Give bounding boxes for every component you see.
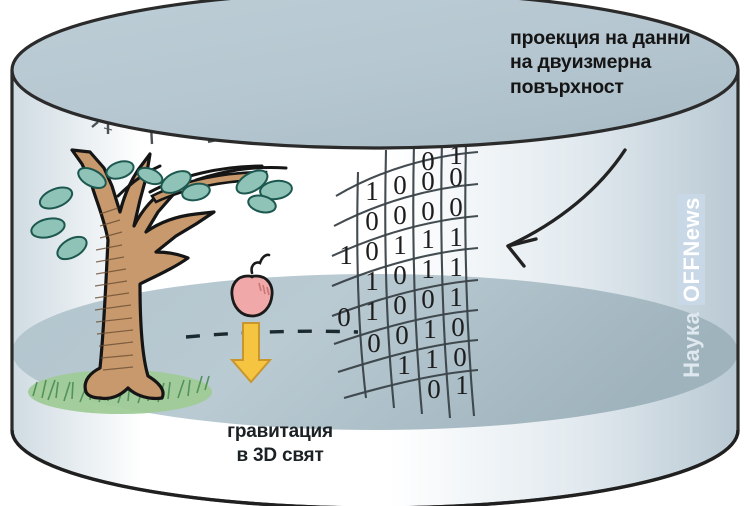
bark-texture [94, 207, 134, 371]
svg-text:1: 1 [397, 350, 411, 380]
svg-text:0: 0 [451, 312, 465, 342]
cylinder-bottom-edge [10, 429, 740, 506]
projection-caption-line-2: на двуизмерна [510, 51, 652, 74]
gravity-caption: гравитация в 3D свят [170, 420, 390, 468]
svg-text:1: 1 [449, 222, 463, 252]
gravity-caption-line-2: в 3D свят [236, 444, 324, 466]
svg-text:1: 1 [423, 314, 437, 344]
cylinder-body: 0 1 1 0 0 0 0 0 0 0 1 0 1 1 [10, 70, 740, 506]
svg-text:0: 0 [427, 374, 441, 404]
svg-text:1: 1 [339, 240, 353, 270]
svg-text:1: 1 [393, 230, 407, 260]
projection-caption: проекция на данни на двуизмерна повърхно… [510, 26, 740, 99]
svg-text:1: 1 [449, 252, 463, 282]
svg-text:0: 0 [421, 196, 435, 226]
ground-dashed-line [185, 329, 359, 339]
gravity-caption-line-1: гравитация [227, 421, 333, 442]
svg-text:0: 0 [453, 342, 467, 372]
cylinder-top-lid [10, 0, 740, 150]
svg-text:0: 0 [365, 236, 379, 266]
svg-text:0: 0 [449, 192, 463, 222]
svg-text:1: 1 [425, 344, 439, 374]
svg-text:0: 0 [365, 206, 379, 236]
svg-text:0: 0 [421, 284, 435, 314]
svg-text:0: 0 [393, 290, 407, 320]
binary-data-grid: 0 1 1 0 0 0 0 0 0 0 1 0 1 1 [331, 137, 479, 419]
falling-apple [230, 253, 274, 318]
tree-leaves [30, 160, 293, 261]
svg-text:1: 1 [449, 282, 463, 312]
svg-text:0: 0 [393, 170, 407, 200]
projection-caption-line-3: повърхност [510, 75, 624, 98]
svg-text:0: 0 [393, 200, 407, 230]
svg-text:1: 1 [421, 254, 435, 284]
svg-text:1: 1 [365, 266, 379, 296]
svg-text:0: 0 [393, 260, 407, 290]
svg-text:0: 0 [395, 320, 409, 350]
apple-tree [28, 107, 359, 414]
svg-text:0: 0 [367, 328, 381, 358]
svg-text:0: 0 [337, 302, 351, 332]
svg-text:0: 0 [421, 166, 435, 196]
projection-arrow [506, 148, 627, 268]
projection-caption-line-1: проекция на данни [510, 27, 691, 49]
svg-text:1: 1 [421, 224, 435, 254]
svg-text:1: 1 [365, 296, 379, 326]
gravity-arrow [229, 322, 273, 384]
svg-text:1: 1 [365, 176, 379, 206]
svg-text:1: 1 [455, 370, 469, 400]
svg-text:0: 0 [449, 162, 463, 192]
svg-text:0: 0 [421, 146, 435, 176]
